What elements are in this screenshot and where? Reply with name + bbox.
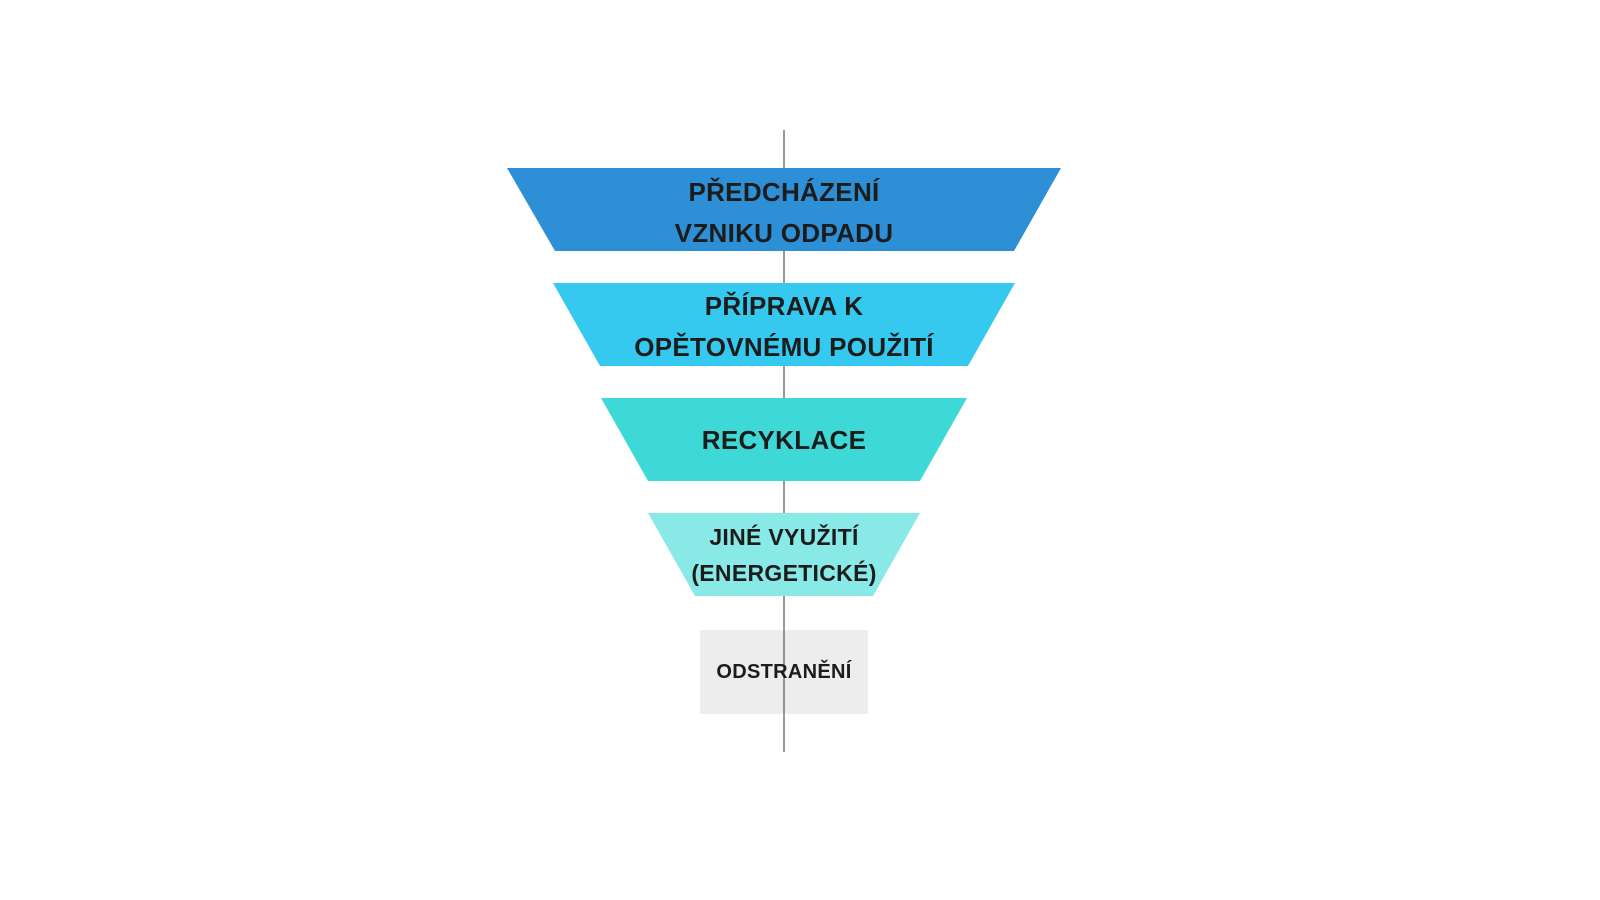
level-2-shape bbox=[553, 283, 1015, 366]
level-2-line-1: PŘÍPRAVA K bbox=[704, 291, 864, 321]
level-1-line-1: PŘEDCHÁZENÍ bbox=[688, 177, 880, 207]
level-3-shape bbox=[601, 398, 967, 481]
level-2-label: PŘÍPRAVA K OPĚTOVNÉMU POUŽITÍ bbox=[500, 286, 1068, 368]
level-1-line-2: VZNIKU ODPADU bbox=[674, 218, 894, 248]
level-4-line-1: JINÉ VYUŽITÍ bbox=[709, 524, 859, 550]
level-1-label: PŘEDCHÁZENÍ VZNIKU ODPADU bbox=[500, 172, 1068, 254]
level-5-label: ODSTRANĚNÍ bbox=[500, 657, 1068, 687]
level-4-line-2: (ENERGETICKÉ) bbox=[691, 560, 877, 586]
level-3-line-1: RECYKLACE bbox=[701, 425, 867, 455]
level-1-shape bbox=[507, 168, 1061, 251]
level-3-label: RECYKLACE bbox=[500, 421, 1068, 459]
level-5-line-1: ODSTRANĚNÍ bbox=[716, 661, 852, 683]
level-4-label: JINÉ VYUŽITÍ (ENERGETICKÉ) bbox=[500, 519, 1068, 591]
level-2-line-2: OPĚTOVNÉMU POUŽITÍ bbox=[634, 332, 934, 362]
level-4-shape bbox=[648, 513, 920, 596]
